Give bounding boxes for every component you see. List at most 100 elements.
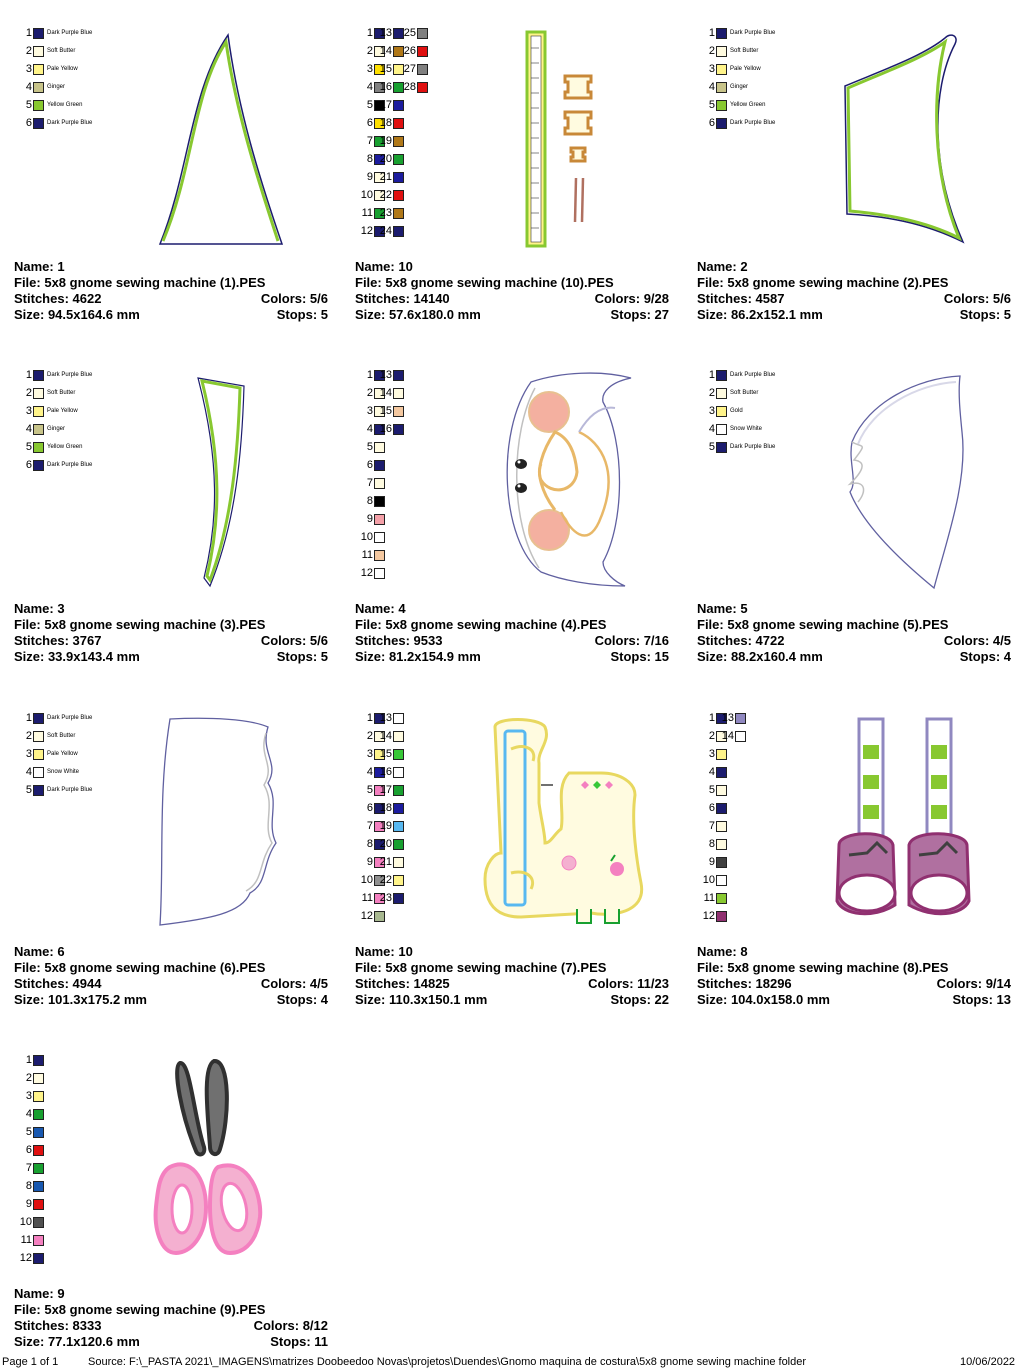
color-swatch-row: 8 bbox=[355, 494, 385, 508]
color-number: 2 bbox=[366, 730, 373, 742]
design-preview-hat-tip bbox=[197, 377, 245, 588]
color-swatch bbox=[374, 892, 385, 904]
color-swatch bbox=[374, 189, 385, 201]
color-number: 6 bbox=[366, 117, 373, 129]
color-number: 3 bbox=[708, 405, 715, 417]
color-swatch-row: 19 bbox=[379, 134, 404, 148]
design-stops: Stops: 4 bbox=[959, 649, 1011, 664]
color-swatch bbox=[374, 27, 385, 39]
design-size: Size: 88.2x160.4 mm bbox=[697, 649, 823, 664]
color-number: 5 bbox=[25, 1126, 32, 1138]
design-stitches: Stitches: 3767 bbox=[14, 633, 102, 648]
color-swatch-row: 9 bbox=[355, 512, 385, 526]
color-swatch-row: 4 bbox=[355, 80, 385, 94]
color-number: 13 bbox=[379, 712, 392, 724]
color-swatch bbox=[393, 135, 404, 147]
color-number: 10 bbox=[360, 189, 373, 201]
design-name: Name: 10 bbox=[355, 944, 413, 959]
color-swatch-row: 15 bbox=[379, 747, 404, 761]
color-number: 2 bbox=[708, 387, 715, 399]
design-info: Name: 10 File: 5x8 gnome sewing machine … bbox=[355, 259, 669, 323]
design-stops: Stops: 4 bbox=[276, 992, 328, 1007]
design-colors: Colors: 5/6 bbox=[943, 291, 1011, 306]
design-size: Size: 110.3x150.1 mm bbox=[355, 992, 488, 1007]
color-swatch bbox=[716, 784, 727, 796]
color-swatch bbox=[374, 117, 385, 129]
color-swatch bbox=[393, 712, 404, 724]
design-colors: Colors: 4/5 bbox=[260, 976, 328, 991]
design-name: Name: 8 bbox=[697, 944, 748, 959]
color-swatch bbox=[33, 1072, 44, 1084]
color-swatch-row: 21 bbox=[379, 855, 404, 869]
color-name: Pale Yellow bbox=[730, 65, 761, 72]
color-swatch bbox=[33, 117, 44, 129]
color-swatch-row: 16 bbox=[379, 422, 404, 436]
color-swatch-row: 14 bbox=[721, 729, 746, 743]
color-swatch-row: 13 bbox=[379, 368, 404, 382]
design-info: Name: 5 File: 5x8 gnome sewing machine (… bbox=[697, 601, 1011, 665]
color-swatch bbox=[33, 730, 44, 742]
color-swatch bbox=[374, 171, 385, 183]
color-swatch bbox=[374, 207, 385, 219]
design-file: File: 5x8 gnome sewing machine (8).PES bbox=[697, 960, 949, 975]
design-name: Name: 3 bbox=[14, 601, 65, 616]
color-name: Pale Yellow bbox=[47, 750, 78, 757]
design-preview-hat-band bbox=[844, 34, 965, 244]
color-number: 16 bbox=[379, 81, 392, 93]
color-swatch bbox=[716, 820, 727, 832]
color-number: 1 bbox=[708, 27, 715, 39]
color-swatch-row: 9 bbox=[355, 170, 385, 184]
design-size: Size: 94.5x164.6 mm bbox=[14, 307, 140, 322]
color-number: 20 bbox=[379, 838, 392, 850]
color-swatch bbox=[33, 45, 44, 57]
color-swatch bbox=[33, 1180, 44, 1192]
design-info: Name: 1 File: 5x8 gnome sewing machine (… bbox=[14, 259, 328, 323]
color-swatch-row: 22 bbox=[379, 188, 404, 202]
design-info: Name: 3 File: 5x8 gnome sewing machine (… bbox=[14, 601, 328, 665]
color-number: 6 bbox=[366, 802, 373, 814]
color-swatch-row: 2 bbox=[355, 729, 385, 743]
design-size: Size: 57.6x180.0 mm bbox=[355, 307, 481, 322]
color-number: 14 bbox=[379, 45, 392, 57]
color-name: Yellow Green bbox=[47, 101, 83, 108]
page-number: Page 1 of 1 bbox=[2, 1356, 59, 1368]
design-stops: Stops: 15 bbox=[610, 649, 669, 664]
color-swatch bbox=[735, 712, 746, 724]
color-swatch bbox=[417, 27, 428, 39]
color-swatch bbox=[33, 1162, 44, 1174]
color-swatch-row: 1 bbox=[697, 711, 727, 725]
color-swatch-row: 5 bbox=[14, 1125, 44, 1139]
color-number: 3 bbox=[366, 63, 373, 75]
color-number: 22 bbox=[379, 189, 392, 201]
color-number: 11 bbox=[361, 549, 373, 561]
color-number: 11 bbox=[361, 207, 373, 219]
color-swatch-row: 11 bbox=[355, 548, 385, 562]
color-swatch-row: 17 bbox=[379, 98, 404, 112]
color-number: 6 bbox=[25, 117, 32, 129]
color-swatch bbox=[393, 820, 404, 832]
color-swatch-row: 8 bbox=[697, 837, 727, 851]
color-swatch bbox=[374, 477, 385, 489]
color-swatch-row: 3 bbox=[697, 747, 727, 761]
design-colors: Colors: 9/14 bbox=[936, 976, 1011, 991]
color-number: 12 bbox=[19, 1252, 32, 1264]
color-swatch-row: 12 bbox=[14, 1251, 44, 1265]
color-swatch bbox=[374, 423, 385, 435]
color-number: 16 bbox=[379, 423, 392, 435]
color-swatch-row: 6 bbox=[355, 116, 385, 130]
color-number: 3 bbox=[708, 63, 715, 75]
color-swatch-row: 28 bbox=[403, 80, 428, 94]
color-swatch bbox=[374, 405, 385, 417]
color-name: Dark Purple Blue bbox=[730, 119, 776, 126]
color-number: 4 bbox=[25, 423, 32, 435]
color-number: 9 bbox=[25, 1198, 32, 1210]
color-number: 2 bbox=[366, 387, 373, 399]
color-swatch-row: 27 bbox=[403, 62, 428, 76]
